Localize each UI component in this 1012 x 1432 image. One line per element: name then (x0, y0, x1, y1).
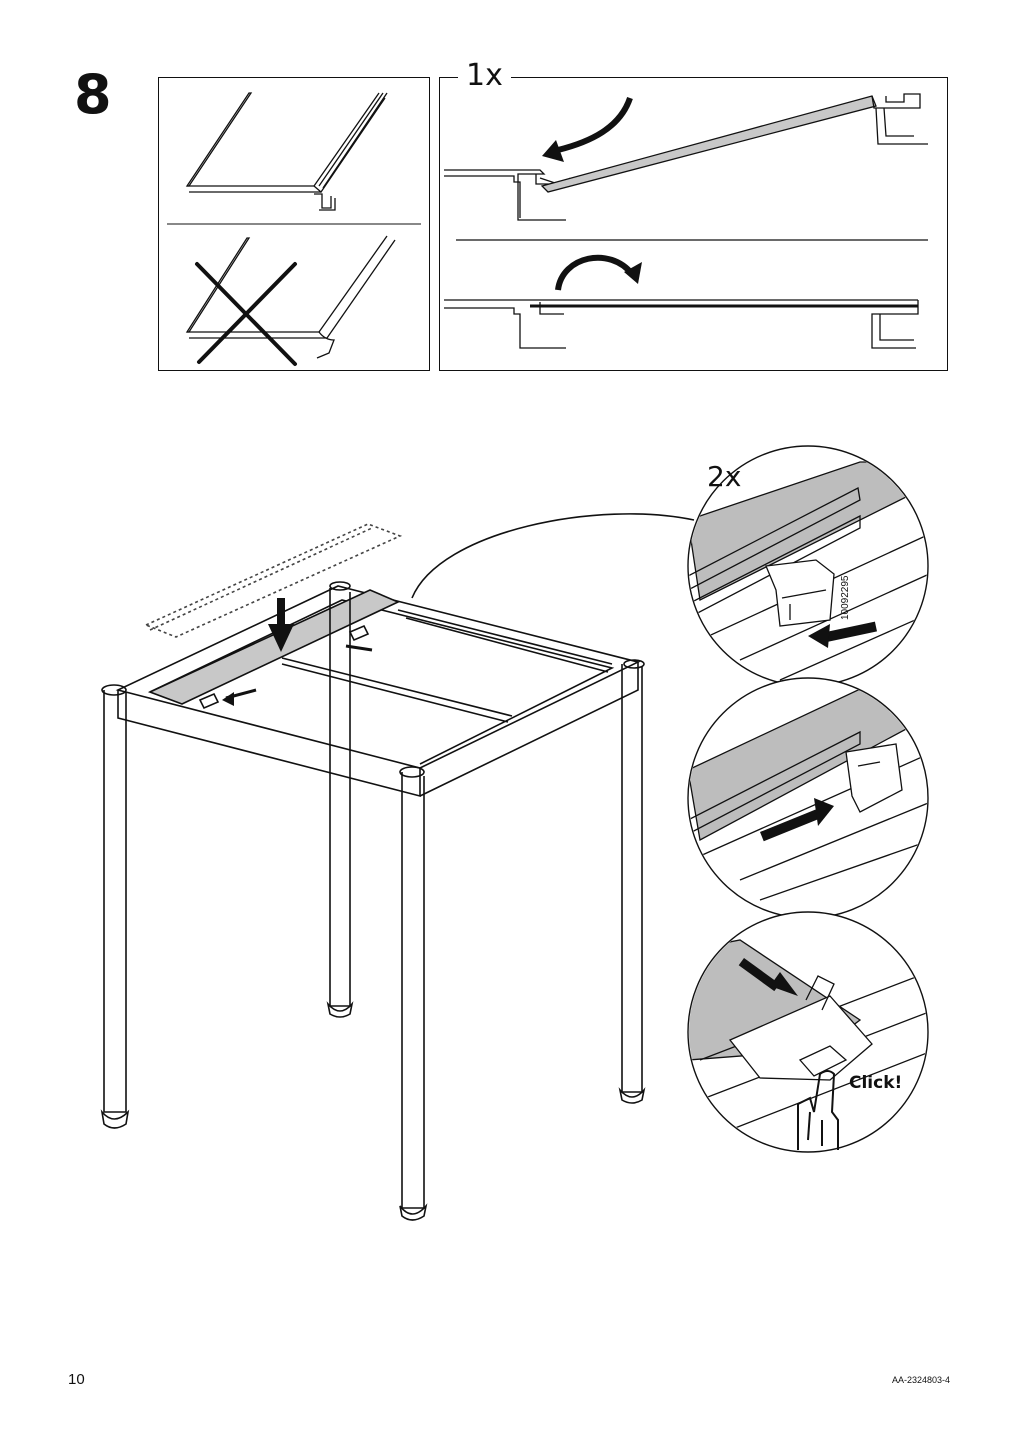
push-arrow-icon (222, 598, 373, 706)
quantity-top-detail: 1x (458, 61, 511, 91)
clip-detail-circle-1 (687, 445, 929, 687)
rotate-arrow-icon (555, 254, 642, 291)
clip-detail-circle-2 (687, 677, 929, 919)
wrong-orientation-cross-icon (195, 262, 297, 366)
orientation-panel (158, 77, 430, 371)
clip-detail-circle-3 (687, 911, 929, 1153)
document-code: AA-2324803-4 (891, 1375, 950, 1385)
orientation-illustration (167, 92, 421, 366)
push-arrow-icon (738, 958, 798, 996)
page-number: 10 (68, 1371, 85, 1388)
step-number: 8 (74, 63, 112, 126)
rotation-illustration (444, 93, 928, 349)
click-label: Click! (849, 1073, 903, 1093)
finger-press-icon (797, 1070, 839, 1150)
quantity-main-detail: 2x (707, 460, 742, 493)
rotation-detail-panel (439, 77, 948, 371)
push-arrow-icon (542, 96, 633, 162)
part-number-label: 10092295 (840, 575, 851, 621)
